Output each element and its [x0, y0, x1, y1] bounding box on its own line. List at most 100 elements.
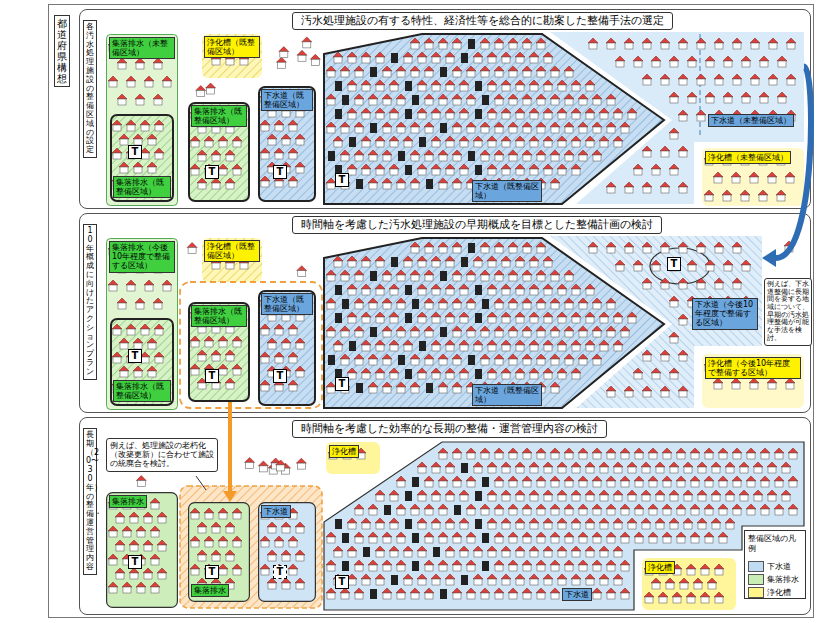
house-roof: [487, 52, 497, 57]
house-roof: [588, 38, 598, 43]
house-body: [397, 127, 405, 133]
house-body: [282, 343, 290, 349]
building-icon: [412, 95, 419, 105]
house-body: [759, 195, 767, 201]
house-body: [625, 187, 633, 193]
area-outline: [107, 35, 178, 206]
house-roof: [585, 490, 595, 495]
house-body: [551, 387, 559, 393]
house-roof: [487, 108, 497, 113]
house-body: [652, 61, 660, 67]
house-body: [453, 99, 461, 105]
house-body: [488, 467, 496, 473]
house-body: [719, 481, 727, 487]
house-roof: [776, 154, 786, 159]
house-body: [141, 153, 149, 159]
house-body: [705, 453, 713, 459]
building-icon: [482, 477, 489, 487]
house-roof: [704, 190, 714, 195]
house-body: [296, 139, 304, 145]
house-roof: [115, 540, 125, 545]
house-body: [275, 125, 283, 131]
house-roof: [190, 564, 200, 569]
house-body: [136, 267, 144, 273]
house-roof: [452, 354, 462, 359]
house-body: [530, 261, 538, 267]
house-roof: [126, 280, 136, 285]
house-body: [233, 369, 241, 375]
house-roof: [218, 308, 228, 313]
house-body: [212, 59, 220, 65]
house-body: [502, 317, 510, 323]
house-roof: [662, 476, 672, 481]
house-body: [453, 247, 461, 253]
house-roof: [281, 338, 291, 343]
house-body: [572, 169, 580, 175]
house-roof: [529, 284, 539, 289]
house-roof: [445, 518, 455, 523]
house-body: [572, 345, 580, 351]
house-body: [537, 99, 545, 105]
house-body: [661, 247, 669, 253]
area-tag: 下水道（既整備区域）: [472, 180, 542, 202]
house-body: [777, 365, 785, 371]
callout-text: 例えば、下水道整備に長期間を要する地域について、早期の汚水処理整備が可能な手法を…: [764, 278, 812, 346]
house-body: [432, 373, 440, 379]
house-body: [226, 383, 234, 389]
house-body: [714, 177, 722, 183]
house-roof: [515, 490, 525, 495]
house-body: [109, 285, 117, 291]
house-roof: [197, 322, 207, 327]
house-roof: [382, 150, 392, 155]
house-body: [768, 177, 776, 183]
house-body: [404, 141, 412, 147]
house-body: [732, 177, 740, 183]
house-body: [688, 265, 696, 271]
house-body: [467, 453, 475, 459]
house-body: [453, 275, 461, 281]
house-roof: [723, 260, 733, 265]
house-roof: [260, 536, 270, 541]
house-roof: [571, 136, 581, 141]
house-body: [754, 495, 762, 501]
house-body: [530, 495, 538, 501]
house-body: [116, 545, 124, 551]
building-icon: [440, 123, 447, 133]
house-roof: [732, 504, 742, 509]
house-roof: [759, 56, 769, 61]
house-roof: [133, 338, 143, 343]
house-roof: [480, 326, 490, 331]
treatment-plant-mark: T: [273, 165, 287, 179]
house-body: [327, 99, 335, 105]
house-body: [327, 387, 335, 393]
house-body: [425, 303, 433, 309]
house-roof: [197, 378, 207, 383]
house-roof: [768, 74, 778, 79]
house-body: [733, 247, 741, 253]
house-body: [600, 141, 608, 147]
house-roof: [788, 448, 798, 453]
house-roof: [452, 326, 462, 331]
house-body: [275, 181, 283, 187]
house-roof: [452, 178, 462, 183]
building-icon: [475, 285, 482, 295]
house-body: [593, 453, 601, 459]
building-icon: [419, 137, 426, 147]
area-tag: 集落排水（既整備区域）: [113, 380, 171, 402]
house-body: [137, 531, 145, 537]
house-roof: [536, 66, 546, 71]
building-icon: [335, 285, 342, 295]
house-body: [768, 495, 776, 501]
house-body: [593, 331, 601, 337]
house-roof: [225, 522, 235, 527]
house-body: [488, 169, 496, 175]
house-body: [652, 265, 660, 271]
legend-box: 整備区域の凡例下水道集落排水浄化槽: [744, 530, 806, 599]
house-body: [616, 265, 624, 271]
house-body: [127, 385, 135, 391]
house-roof: [786, 74, 796, 79]
house-roof: [606, 532, 616, 537]
building-icon: [384, 505, 391, 515]
house-body: [697, 115, 705, 121]
house-body: [621, 537, 629, 543]
